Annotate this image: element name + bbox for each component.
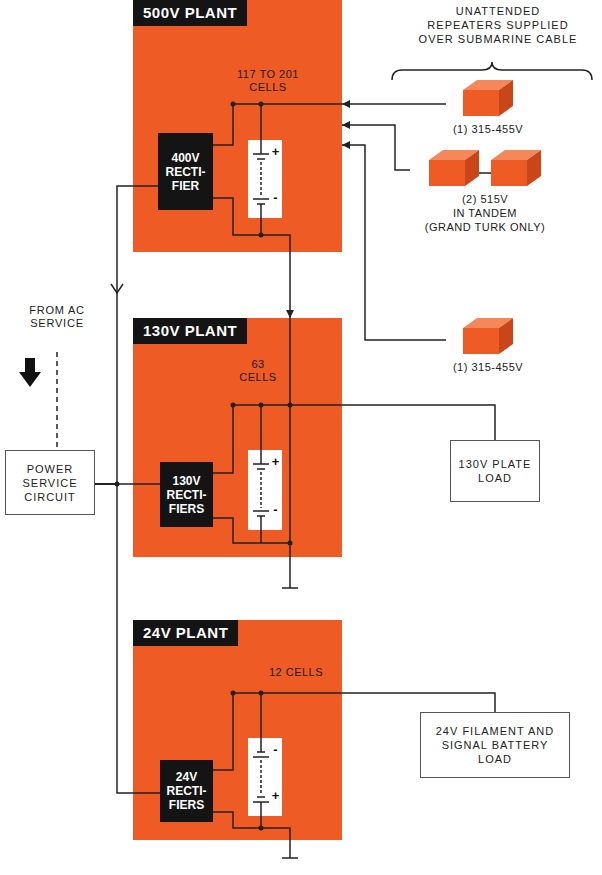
polarity-sign: + — [270, 455, 281, 469]
cell-count: 63 CELLS — [238, 358, 278, 384]
polarity-sign: - — [270, 191, 281, 205]
cell-count: 12 CELLS — [261, 666, 331, 679]
plant-title: 24V PLANT — [133, 620, 238, 646]
junction-dot — [259, 233, 264, 238]
connector — [342, 103, 446, 105]
power-box: POWER SERVICE CIRCUIT — [5, 450, 95, 515]
voltage-label: (2) 515V — [462, 192, 508, 206]
battery-cells — [260, 760, 262, 794]
voltage-label: (1) 315-455V — [453, 360, 523, 374]
junction-dot — [259, 102, 264, 107]
junction-dot — [288, 403, 293, 408]
connector — [342, 693, 495, 712]
battery-symbol — [253, 450, 269, 530]
repeater-icon — [463, 80, 513, 116]
box-label: 24V FILAMENT AND SIGNAL BATTERY LOAD — [427, 724, 563, 766]
junction-dot — [231, 691, 236, 696]
junction-dot — [259, 691, 264, 696]
repeater: (1) 315-455V — [446, 80, 530, 136]
bus-wire — [213, 318, 342, 557]
junction-dot — [288, 541, 293, 546]
battery-box — [248, 450, 282, 530]
rectifier-box: 400V RECTI- FIER — [158, 133, 213, 210]
battery-box — [248, 738, 282, 816]
junction-dot — [231, 102, 236, 107]
plant-panel: 130V PLANT 63 CELLS 130V RECTI- FIERS — [133, 318, 342, 557]
bus-wire — [213, 104, 342, 252]
rectifier-box: 130V RECTI- FIERS — [160, 462, 213, 527]
cell-count: 117 TO 201 CELLS — [228, 68, 308, 94]
voltage-label: IN TANDEM — [453, 206, 517, 220]
connector — [342, 405, 495, 440]
repeater-pair: (2) 515VIN TANDEM(GRAND TURK ONLY) — [410, 150, 560, 234]
plant-title: 500V PLANT — [133, 0, 247, 26]
connector — [342, 125, 410, 170]
load-box: 130V PLATE LOAD — [450, 440, 540, 502]
repeater-icon — [429, 150, 541, 186]
connector — [289, 252, 291, 318]
ac-input-arrow — [19, 358, 41, 387]
group-heading: UNATTENDED REPEATERS SUPPLIED OVER SUBMA… — [418, 4, 578, 46]
junction-dot — [259, 826, 264, 831]
ground-symbol — [282, 557, 298, 588]
ground-symbol — [282, 840, 298, 858]
input-label: FROM AC SERVICE — [29, 304, 85, 330]
repeater: (1) 315-455V — [446, 318, 530, 374]
box-label: 130V RECTI- FIERS — [163, 474, 210, 516]
battery-symbol — [253, 738, 269, 816]
voltage-label: (GRAND TURK ONLY) — [425, 220, 546, 234]
junction-dot — [231, 403, 236, 408]
battery-cells — [260, 472, 262, 508]
group-brace — [392, 62, 592, 80]
polarity-sign: + — [270, 789, 281, 803]
battery-cells — [260, 162, 262, 196]
plant-title: 130V PLANT — [133, 318, 247, 344]
bus-wire — [213, 693, 342, 840]
box-label: 24V RECTI- FIERS — [163, 770, 210, 812]
voltage-label: (1) 315-455V — [453, 122, 523, 136]
polarity-sign: - — [270, 503, 281, 517]
battery-box — [248, 140, 282, 218]
box-label: 130V PLATE LOAD — [457, 457, 533, 485]
junction-dot — [259, 403, 264, 408]
repeater-icon — [463, 318, 513, 354]
load-box: 24V FILAMENT AND SIGNAL BATTERY LOAD — [420, 712, 570, 778]
ac-feed-line — [56, 352, 58, 448]
box-label: 400V RECTI- FIER — [161, 151, 210, 193]
plant-panel: 500V PLANT 117 TO 201 CELLS 400V RECTI- FI… — [133, 0, 342, 252]
box-label: POWER SERVICE CIRCUIT — [12, 462, 88, 504]
rectifier-box: 24V RECTI- FIERS — [160, 760, 213, 822]
junction-dot — [115, 482, 120, 487]
polarity-sign: - — [270, 743, 281, 757]
polarity-sign: + — [270, 145, 281, 159]
battery-symbol — [253, 140, 269, 218]
plant-wiring — [133, 0, 342, 252]
plant-panel: 24V PLANT 12 CELLS 24V RECTI- FIERS — [133, 620, 342, 840]
flow-chevron — [111, 284, 123, 293]
